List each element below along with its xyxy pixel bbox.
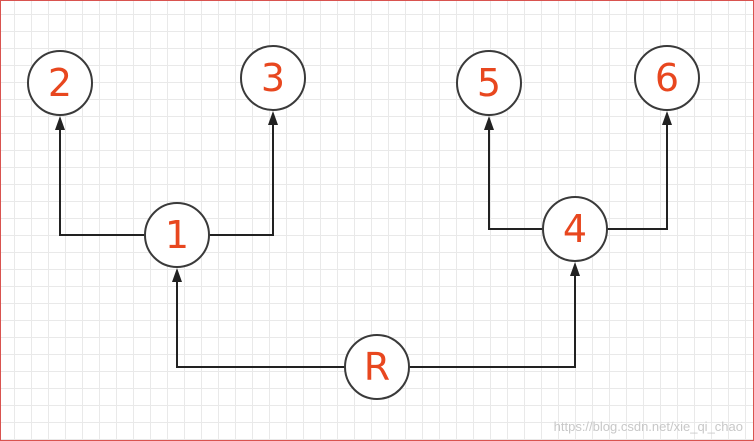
node-label: 4 <box>563 207 587 251</box>
node-label: 6 <box>655 56 679 100</box>
node-6[interactable]: 6 <box>634 45 700 111</box>
node-label: 5 <box>477 61 501 105</box>
edges <box>55 111 672 368</box>
edge-line <box>409 276 576 368</box>
node-1[interactable]: 1 <box>144 202 210 268</box>
edge-R-1 <box>172 268 345 368</box>
node-circle <box>456 50 522 116</box>
edge-line <box>209 125 274 236</box>
node-4[interactable]: 4 <box>542 196 608 262</box>
arrow-head <box>55 116 65 130</box>
node-label: 2 <box>48 61 72 105</box>
node-circle <box>542 196 608 262</box>
arrow-head <box>484 116 494 130</box>
node-circle <box>144 202 210 268</box>
node-2[interactable]: 2 <box>27 50 93 116</box>
edge-4-6 <box>607 111 672 230</box>
node-5[interactable]: 5 <box>456 50 522 116</box>
arrow-head <box>662 111 672 125</box>
edge-line <box>607 125 668 230</box>
watermark-text: https://blog.csdn.net/xie_qi_chao <box>553 419 743 434</box>
node-label: 1 <box>165 213 189 257</box>
node-circle <box>344 334 410 400</box>
edge-1-2 <box>55 116 145 236</box>
arrow-head <box>172 268 182 282</box>
node-circle <box>240 45 306 111</box>
edge-4-5 <box>484 116 543 230</box>
arrow-head <box>570 262 580 276</box>
node-circle <box>634 45 700 111</box>
node-R[interactable]: R <box>344 334 410 400</box>
edge-line <box>59 130 145 236</box>
node-label: 3 <box>261 56 285 100</box>
node-label: R <box>364 345 390 389</box>
node-circle <box>27 50 93 116</box>
edge-R-4 <box>409 262 580 368</box>
edge-line <box>176 282 345 368</box>
node-3[interactable]: 3 <box>240 45 306 111</box>
edge-line <box>488 130 543 230</box>
edge-1-3 <box>209 111 278 236</box>
arrow-head <box>268 111 278 125</box>
